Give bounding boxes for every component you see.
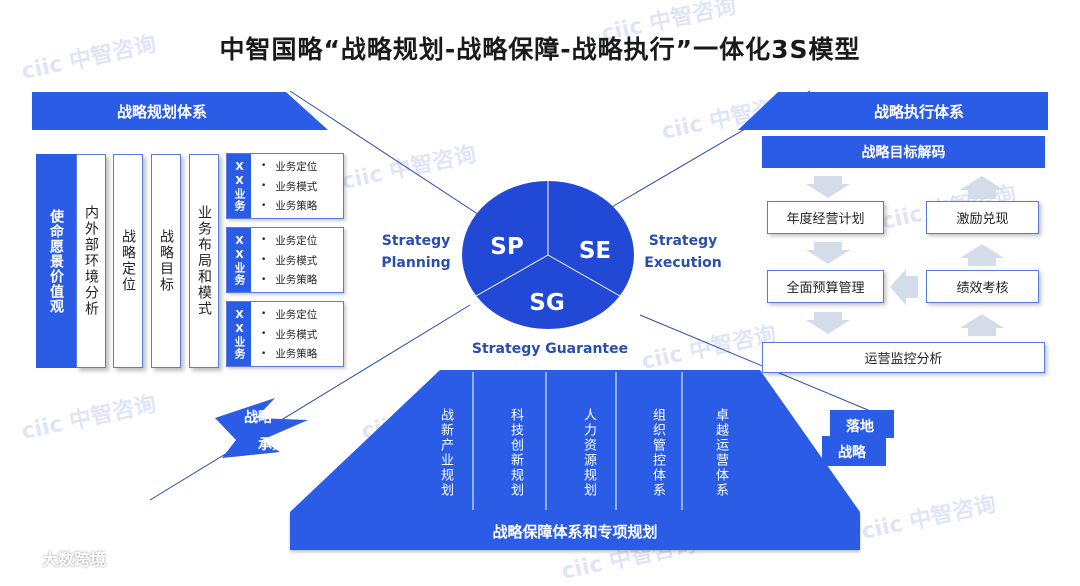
business-item: 业务策略: [261, 272, 317, 287]
sg-label: SG: [529, 290, 565, 316]
connect-arrow: [215, 398, 308, 458]
business-item: 业务定位: [261, 307, 317, 322]
arrow-down-icon: [806, 312, 850, 334]
annual-plan-box: 年度经营计划: [767, 201, 884, 234]
mission-box: 使命愿景价值观: [36, 154, 76, 368]
planning-column-layout: 业务布局和模式: [189, 154, 219, 368]
arrow-up-icon: [960, 176, 1004, 199]
monitor-box: 运营监控分析: [762, 342, 1045, 373]
budget-box: 全面预算管理: [767, 270, 884, 303]
execution-header: 战略执行体系: [873, 102, 964, 121]
planning-column-env: 内外部环境分析: [76, 154, 106, 368]
arrow-left-icon: [890, 269, 918, 305]
strategy-execution-line2: Execution: [644, 255, 722, 271]
business-group-label: XX业务: [227, 228, 251, 292]
guarantee-column: 卓越运营体系: [713, 408, 728, 498]
guarantee-column: 组织管控体系: [650, 408, 665, 498]
connect-label-1: 战略: [244, 410, 272, 426]
planning-column-positioning: 战略定位: [113, 154, 143, 368]
business-group-label: XX业务: [227, 302, 251, 366]
strategy-guarantee-label: Strategy Guarantee: [471, 341, 629, 357]
planning-column-goal: 战略目标: [151, 154, 181, 368]
strategy-planning-label: Strategy Planning: [376, 230, 456, 274]
guarantee-column: 战新产业规划: [438, 408, 453, 498]
landing-box-bottom: [822, 436, 886, 466]
strategy-execution-label: Strategy Execution: [638, 230, 728, 274]
business-group: XX业务 业务定位 业务模式 业务策略: [226, 153, 344, 219]
decode-bar: 战略目标解码: [762, 136, 1045, 168]
arrow-down-icon: [806, 242, 850, 264]
landing-box-top: [830, 410, 894, 438]
landing-label-1: 落地: [846, 419, 874, 435]
business-item: 业务策略: [261, 198, 317, 213]
guarantee-column: 人力资源规划: [581, 408, 596, 498]
business-group: XX业务 业务定位 业务模式 业务策略: [226, 227, 344, 293]
guarantee-column: 科技创新规划: [508, 408, 523, 498]
business-item: 业务模式: [261, 327, 317, 342]
arrow-down-icon: [806, 176, 850, 198]
arrow-up-icon: [960, 244, 1004, 266]
planning-header: 战略规划体系: [116, 102, 207, 121]
business-item: 业务模式: [261, 179, 317, 194]
corner-logo-icon: [11, 549, 37, 563]
sp-label: SP: [490, 234, 524, 260]
strategy-planning-line1: Strategy: [381, 233, 451, 249]
business-item: 业务定位: [261, 159, 317, 174]
landing-label-2: 战略: [838, 445, 866, 461]
strategy-execution-line1: Strategy: [648, 233, 718, 249]
connect-label-2: 承接: [258, 437, 286, 453]
page-title: 中智国略“战略规划-战略保障-战略执行”一体化3S模型: [219, 35, 861, 64]
arrow-up-icon: [960, 314, 1004, 336]
guarantee-footer-bar: 战略保障体系和专项规划: [290, 512, 860, 550]
performance-box: 绩效考核: [926, 270, 1039, 303]
business-group: XX业务 业务定位 业务模式 业务策略: [226, 301, 344, 367]
business-item: 业务定位: [261, 233, 317, 248]
strategy-planning-line2: Planning: [381, 255, 451, 271]
planning-header-bar: [32, 92, 328, 130]
corner-logo: 大数跨境: [42, 550, 107, 569]
business-item: 业务模式: [261, 253, 317, 268]
business-item: 业务策略: [261, 346, 317, 361]
incentive-box: 激励兑现: [926, 201, 1039, 234]
business-group-label: XX业务: [227, 154, 251, 218]
guarantee-trapezoid: [290, 370, 860, 512]
execution-header-bar: [738, 92, 1048, 130]
se-label: SE: [578, 238, 612, 264]
